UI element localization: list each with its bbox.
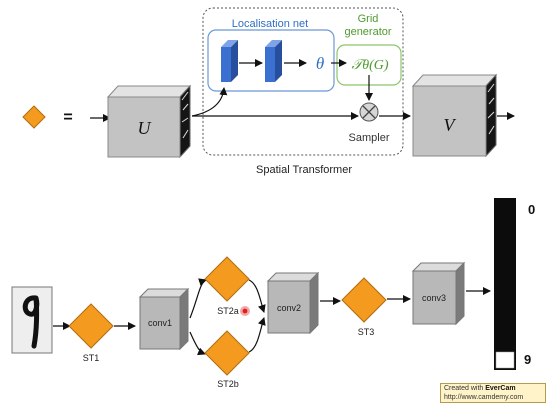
- localisation-layer-1: [221, 40, 238, 82]
- output-highlight-cell: [495, 351, 515, 369]
- conv1-block: conv1: [138, 287, 190, 351]
- input-digit-image: [11, 286, 53, 354]
- spatial-transformer-caption: Spatial Transformer: [256, 164, 352, 176]
- evercam-watermark: Created with EverCam http://www.camdemy.…: [440, 383, 546, 403]
- output-probability-bar: [494, 198, 516, 370]
- st2b-label: ST2b: [217, 379, 239, 389]
- st2a-diamond: [204, 256, 250, 302]
- watermark-line1: Created with EverCam: [444, 385, 516, 392]
- equals-sign: =: [63, 109, 72, 126]
- output-label-0: 0: [528, 202, 535, 217]
- V-label: V: [444, 115, 457, 135]
- watermark-brand: EverCam: [485, 385, 516, 392]
- st1-label: ST1: [83, 353, 100, 363]
- theta-label: θ: [316, 54, 324, 73]
- st3-diamond: [341, 277, 387, 323]
- U-label: U: [138, 118, 152, 138]
- arrow-st2a-to-conv2: [248, 279, 266, 313]
- conv3-block: conv3: [411, 261, 466, 326]
- grid-generator-label-line2: generator: [344, 26, 391, 38]
- arrow-conv1-to-st2b: [189, 331, 206, 356]
- st2a-label: ST2a: [217, 306, 239, 316]
- st3-label: ST3: [358, 327, 375, 337]
- watermark-line2: http://www.camdemy.com: [444, 393, 524, 401]
- localisation-net-box: [207, 29, 335, 92]
- conv1-label: conv1: [148, 318, 172, 328]
- localisation-layer-2: [265, 40, 282, 82]
- conv3-label: conv3: [422, 293, 446, 303]
- st1-diamond: [68, 303, 114, 349]
- spatial-transformer-box: [202, 7, 404, 156]
- grid-generator-label-line1: Grid: [358, 13, 379, 25]
- conv2-label: conv2: [277, 303, 301, 313]
- output-label-9: 9: [524, 352, 531, 367]
- diamond-legend: [22, 105, 46, 129]
- transform-label: 𝒯θ(G): [351, 58, 388, 73]
- arrow-U-to-localisation: [191, 87, 228, 117]
- st2b-diamond: [204, 330, 250, 376]
- conv2-block: conv2: [266, 271, 320, 335]
- arrow-conv1-to-st2a: [189, 278, 207, 319]
- cube-V: V: [411, 73, 498, 158]
- sampler-label: Sampler: [349, 132, 390, 144]
- localisation-net-label: Localisation net: [232, 18, 308, 30]
- cube-U: U: [106, 84, 192, 159]
- arrow-st2b-to-conv2: [248, 317, 266, 353]
